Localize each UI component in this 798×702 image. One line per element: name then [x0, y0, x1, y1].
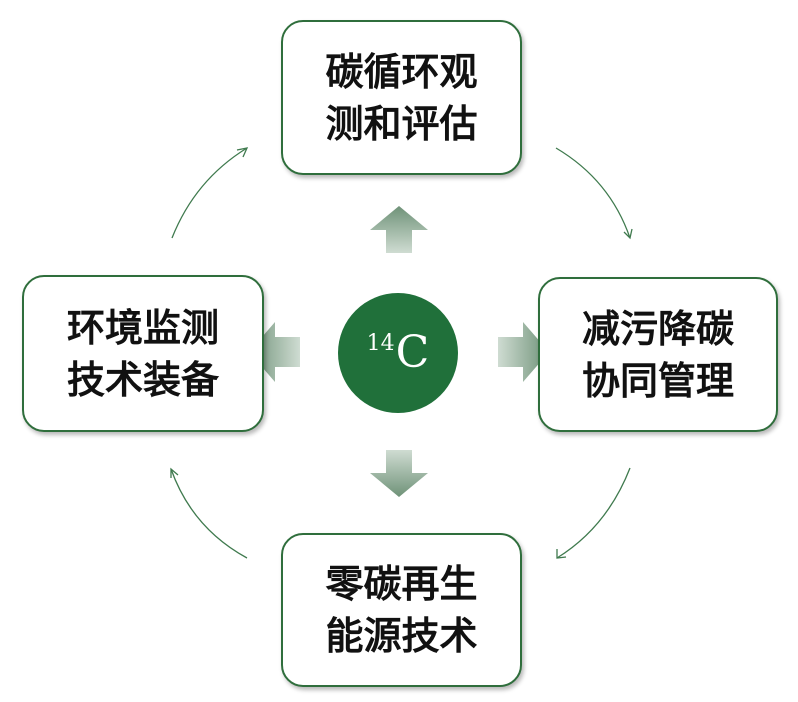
node-carbon-cycle-observation: 碳循环观测和评估 — [281, 20, 522, 175]
cycle-arrow-left-to-top — [171, 147, 248, 239]
cycle-arrow-bottom-to-left — [170, 468, 248, 559]
node-environmental-monitoring: 环境监测技术装备 — [22, 275, 264, 432]
node-label: 环境监测技术装备 — [66, 305, 219, 402]
node-zero-carbon-energy: 零碳再生能源技术 — [281, 533, 522, 687]
center-symbol: C — [395, 327, 430, 378]
arrow-up — [370, 206, 428, 253]
node-label: 碳循环观测和评估 — [325, 49, 478, 146]
center-superscript: 14 — [366, 331, 395, 356]
arrow-down — [370, 450, 428, 497]
cycle-arrow-top-to-right — [555, 147, 631, 239]
node-label: 减污降碳协同管理 — [581, 306, 734, 403]
node-label: 零碳再生能源技术 — [325, 562, 478, 658]
node-pollution-carbon-management: 减污降碳协同管理 — [538, 277, 778, 432]
cycle-arrow-right-to-bottom — [556, 467, 631, 559]
